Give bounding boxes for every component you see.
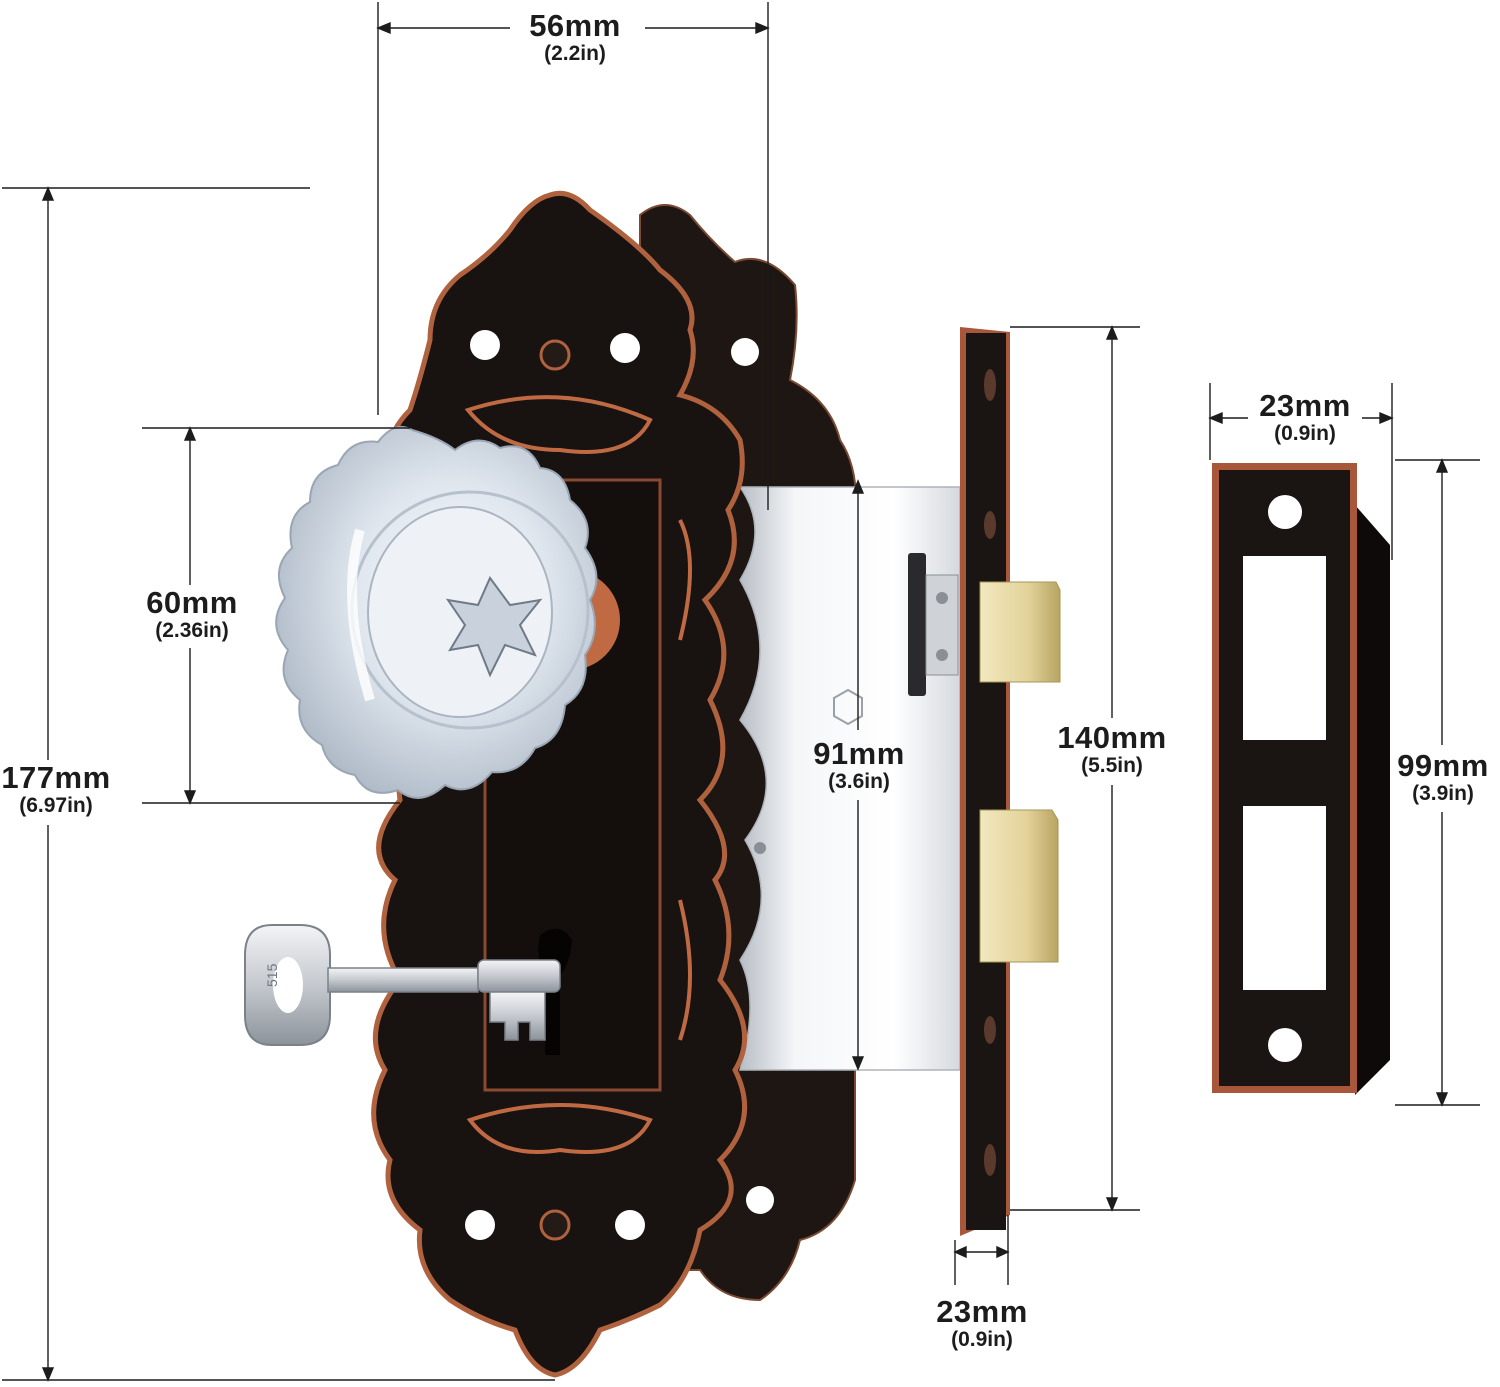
dim-faceplate-height-in: (5.5in) [1081,754,1143,777]
screw-hole-icon [470,330,500,360]
strike-plate [1212,463,1390,1095]
dim-knob-diameter-in: (2.36in) [155,619,229,642]
skeleton-key: 515 [244,924,561,1046]
deadbolt [979,809,1059,963]
dim-strike-width-mm: 23mm [1259,388,1351,423]
latch-opening [1243,556,1326,740]
latch-bolt [979,581,1061,963]
dim-strike-width-in: (0.9in) [1274,422,1336,445]
screw-hole-icon [731,338,759,366]
dim-plate-width-mm: 56mm [529,8,621,43]
screw-hole-icon [615,1210,645,1240]
dim-faceplate-height: 140mm (5.5in) [1046,722,1178,776]
screw-hole-icon [1268,1028,1302,1062]
dim-strike-height-in: (3.9in) [1412,782,1474,805]
dim-plate-width-in: (2.2in) [544,42,606,65]
mortise-body [738,486,961,1071]
dim-knob-diameter: 60mm (2.36in) [132,587,252,641]
dim-faceplate-width-mm: 23mm [936,1294,1028,1329]
dim-plate-width: 56mm (2.2in) [505,10,645,64]
dim-knob-diameter-mm: 60mm [146,585,238,620]
screw-hole-icon [1268,495,1302,529]
faceplate [960,327,1010,1236]
screw-hole-icon [746,1186,774,1214]
dim-body-height-in: (3.6in) [828,770,890,793]
key-engraving: 515 [264,963,280,987]
dim-body-height: 91mm (3.6in) [800,738,918,792]
dim-plate-height-mm: 177mm [1,760,111,795]
dim-strike-height-mm: 99mm [1397,748,1489,783]
screw-hole-icon [610,333,640,363]
screw-hole-icon [465,1210,495,1240]
dim-body-height-mm: 91mm [813,736,905,771]
dim-strike-height: 99mm (3.9in) [1388,750,1498,804]
spindle-hub-icon [833,688,863,726]
dim-faceplate-width-in: (0.9in) [951,1328,1013,1351]
glass-knob [275,426,620,799]
dim-plate-height: 177mm (6.97in) [0,762,114,816]
bolt-opening [1243,806,1326,990]
dim-faceplate-height-mm: 140mm [1057,720,1167,755]
dim-strike-width: 23mm (0.9in) [1246,390,1364,444]
star-icon [445,576,543,678]
dim-plate-height-in: (6.97in) [19,794,93,817]
dim-faceplate-width: 23mm (0.9in) [922,1296,1042,1350]
